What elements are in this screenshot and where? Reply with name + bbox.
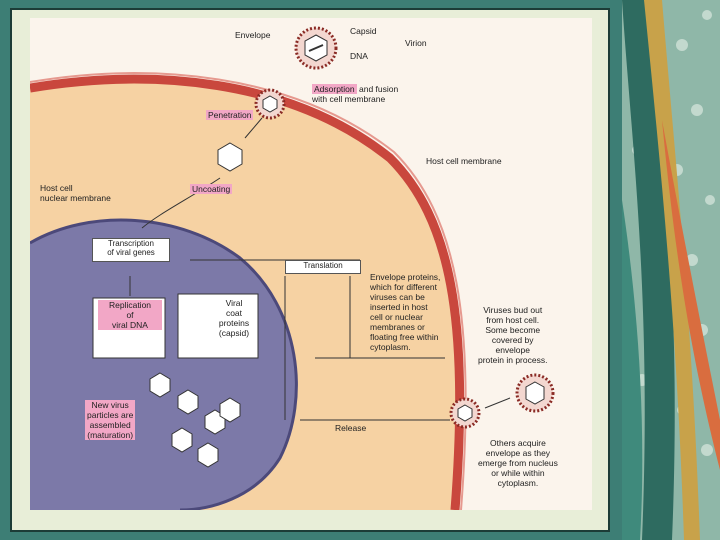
virus-replication-diagram: Envelope Capsid DNA Virion Adsorption an… xyxy=(30,18,592,510)
replication-label: Replication of viral DNA xyxy=(98,300,162,330)
decorative-side-panel xyxy=(622,0,720,540)
coat-proteins-label: Viral coat proteins (capsid) xyxy=(218,298,250,338)
dna-label: DNA xyxy=(350,51,368,61)
translation-box: Translation xyxy=(285,260,361,274)
transcription-box: Transcription of viral genes xyxy=(92,238,170,262)
virion-label: Virion xyxy=(405,38,427,48)
new-virus-label: New virus particles are assembled (matur… xyxy=(85,400,136,440)
host-membrane-label: Host cell membrane xyxy=(426,156,502,166)
envelope-proteins-label: Envelope proteins, which for different v… xyxy=(370,272,441,352)
bud-out-label: Viruses bud out from host cell. Some bec… xyxy=(478,305,548,365)
capsid-label: Capsid xyxy=(350,26,377,36)
others-acquire-label: Others acquire envelope as they emerge f… xyxy=(478,438,558,488)
penetration-label: Penetration xyxy=(206,110,254,120)
host-nuclear-membrane-label: Host cell nuclear membrane xyxy=(40,183,111,203)
uncoating-label: Uncoating xyxy=(190,184,233,194)
adsorption-label: Adsorption and fusion with cell membrane xyxy=(312,84,399,104)
envelope-label: Envelope xyxy=(235,30,271,40)
release-label: Release xyxy=(335,423,367,433)
